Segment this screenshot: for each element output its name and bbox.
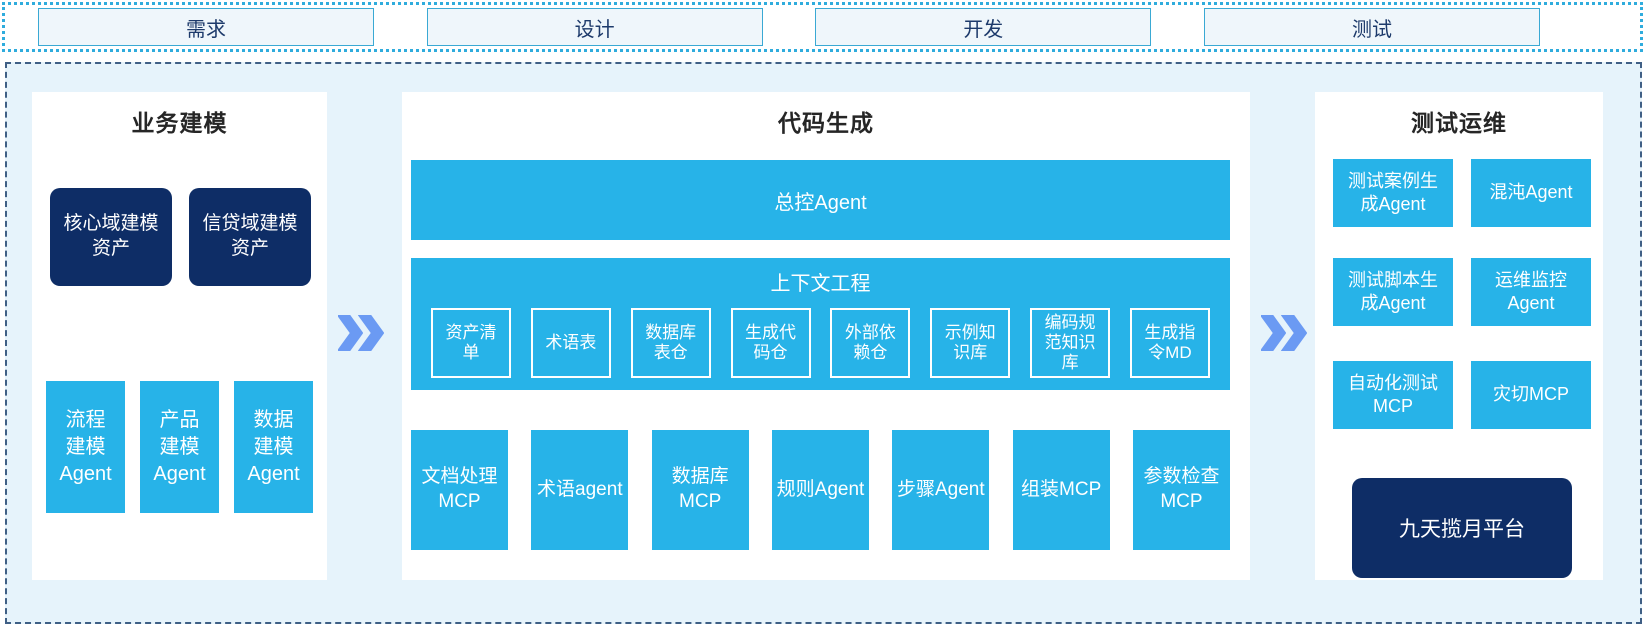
phase-box-development: 开发 [815, 8, 1152, 46]
phase-box-requirements: 需求 [38, 8, 374, 46]
example-knowledge-base-box: 示例知 识库 [930, 308, 1011, 378]
database-mcp-box: 数据库 MCP [651, 430, 749, 550]
modeling-agents-row: 流程 建模 Agent 产品 建模 Agent 数据 建模 Agent [46, 381, 313, 513]
panel-code-generation: 代码生成 总控Agent 上下文工程 资产清 单 术语表 数据库 表仓 生成代 … [402, 92, 1250, 580]
double-chevron-icon [337, 314, 384, 352]
context-items-row: 资产清 单 术语表 数据库 表仓 生成代 码仓 外部依 赖仓 示例知 识库 编码… [431, 308, 1210, 378]
assembly-mcp-box: 组装MCP [1012, 430, 1110, 550]
rules-agent-box: 规则Agent [771, 430, 869, 550]
panel-business-modeling: 业务建模 核心域建模 资产 信贷域建模 资产 流程 建模 Agent 产品 建模… [32, 92, 327, 580]
master-control-agent-bar: 总控Agent [411, 160, 1230, 240]
glossary-box: 术语表 [530, 308, 611, 378]
test-ops-row-3: 自动化测试 MCP 灾切MCP [1333, 361, 1591, 429]
data-modeling-agent-box: 数据 建模 Agent [234, 381, 313, 513]
modeling-assets-row: 核心域建模 资产 信贷域建模 资产 [50, 188, 311, 286]
context-engineering-title: 上下文工程 [770, 273, 871, 295]
phase-strip: 需求 设计 开发 测试 [2, 2, 1643, 52]
chaos-agent-box: 混沌Agent [1471, 159, 1591, 227]
section-title-test-ops: 测试运维 [1411, 110, 1507, 136]
asset-list-box: 资产清 单 [431, 308, 511, 378]
section-title-business-modeling: 业务建模 [131, 110, 228, 136]
param-check-mcp-box: 参数检查 MCP [1132, 430, 1230, 550]
test-case-gen-agent-box: 测试案例生 成Agent [1333, 159, 1453, 227]
credit-domain-assets-box: 信贷域建模 资产 [189, 188, 311, 286]
context-engineering-panel: 上下文工程 资产清 单 术语表 数据库 表仓 生成代 码仓 外部依 赖仓 示例知… [411, 258, 1230, 390]
test-ops-row-2: 测试脚本生 成Agent 运维监控 Agent [1333, 258, 1591, 326]
test-script-gen-agent-box: 测试脚本生 成Agent [1333, 258, 1453, 326]
code-generation-agents-row: 文档处理 MCP 术语agent 数据库 MCP 规则Agent 步骤Agent… [411, 430, 1230, 550]
disaster-switch-mcp-box: 灾切MCP [1471, 361, 1591, 429]
main-container: 业务建模 核心域建模 资产 信贷域建模 资产 流程 建模 Agent 产品 建模… [5, 62, 1642, 624]
section-title-code-generation: 代码生成 [778, 110, 874, 136]
steps-agent-box: 步骤Agent [892, 430, 990, 550]
panel-test-ops: 测试运维 测试案例生 成Agent 混沌Agent 测试脚本生 成Agent 运… [1315, 92, 1603, 580]
jiutian-lanyue-platform-box: 九天揽月平台 [1352, 478, 1572, 578]
core-domain-assets-box: 核心域建模 资产 [50, 188, 172, 286]
auto-test-mcp-box: 自动化测试 MCP [1333, 361, 1453, 429]
terminology-agent-box: 术语agent [531, 430, 629, 550]
external-deps-repo-box: 外部依 赖仓 [830, 308, 911, 378]
double-chevron-icon [1260, 314, 1307, 352]
coding-standard-kb-box: 编码规 范知识 库 [1030, 308, 1111, 378]
generation-instruction-md-box: 生成指 令MD [1129, 308, 1210, 378]
db-table-repo-box: 数据库 表仓 [630, 308, 711, 378]
doc-processing-mcp-box: 文档处理 MCP [411, 430, 508, 550]
phase-box-testing: 测试 [1203, 8, 1540, 46]
product-modeling-agent-box: 产品 建模 Agent [140, 381, 219, 513]
generated-code-repo-box: 生成代 码仓 [730, 308, 811, 378]
test-ops-row-1: 测试案例生 成Agent 混沌Agent [1333, 159, 1591, 227]
phase-box-design: 设计 [426, 8, 763, 46]
process-modeling-agent-box: 流程 建模 Agent [46, 381, 125, 513]
ops-monitor-agent-box: 运维监控 Agent [1471, 258, 1591, 326]
